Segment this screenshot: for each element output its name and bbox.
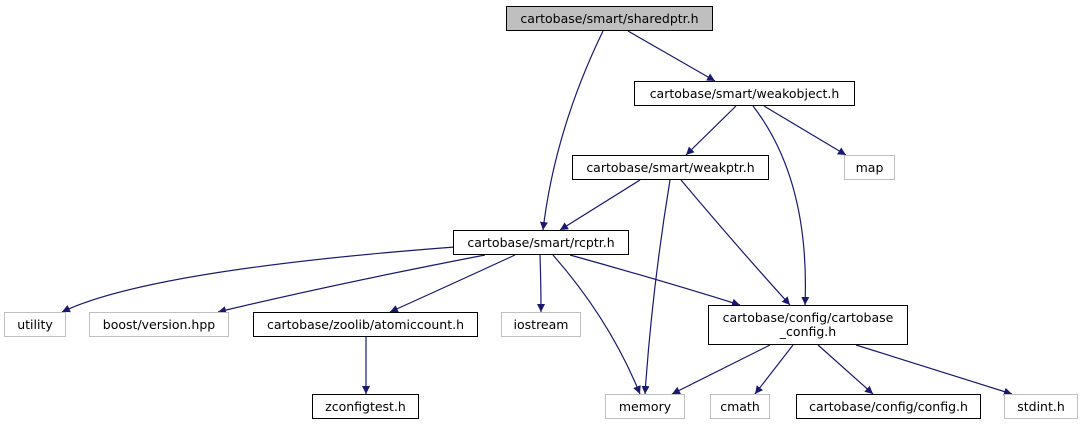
node-label: cmath: [720, 398, 760, 414]
edge-rcptr-to-cartobaseconfig: [569, 254, 741, 307]
edge-sharedptr-to-rcptr: [539, 30, 604, 231]
node-label: cartobase/zoolib/atomiccount.h: [266, 316, 465, 332]
node-label: boost/version.hpp: [102, 316, 216, 332]
edge-cartobaseconfig-to-memory: [671, 344, 771, 395]
node-label: cartobase/smart/weakobject.h: [649, 85, 840, 101]
node-label: zconfigtest.h: [325, 398, 406, 414]
edge-weakptr-to-memory: [641, 179, 671, 395]
node-atomiccount[interactable]: cartobase/zoolib/atomiccount.h: [253, 312, 478, 337]
node-label: cartobase/config/config.h: [809, 398, 968, 414]
edge-weakptr-to-rcptr: [559, 179, 641, 231]
node-label: cartobase/smart/weakptr.h: [586, 159, 755, 175]
node-cartobaseconfig[interactable]: cartobase/config/cartobase _config.h: [708, 305, 908, 345]
edge-rcptr-to-iostream: [536, 254, 545, 313]
edge-weakobject-to-map: [763, 105, 847, 156]
node-memory: memory: [605, 394, 685, 419]
node-label: utility: [17, 316, 53, 332]
edge-sharedptr-to-weakobject: [627, 30, 716, 82]
node-stdint: stdint.h: [1004, 394, 1078, 419]
node-weakobject[interactable]: cartobase/smart/weakobject.h: [634, 81, 855, 106]
node-map: map: [844, 155, 895, 180]
node-label: stdint.h: [1017, 398, 1065, 414]
edge-cartobaseconfig-to-config: [817, 344, 874, 395]
node-label: map: [855, 159, 884, 175]
node-label: iostream: [513, 316, 569, 332]
node-label: cartobase/config/cartobase _config.h: [722, 310, 894, 339]
node-config[interactable]: cartobase/config/config.h: [796, 394, 981, 419]
node-boostversion: boost/version.hpp: [89, 312, 229, 337]
node-sharedptr[interactable]: cartobase/smart/sharedptr.h: [506, 6, 713, 31]
node-label: cartobase/smart/rcptr.h: [467, 234, 615, 250]
node-zconfigtest[interactable]: zconfigtest.h: [312, 394, 419, 419]
edge-weakobject-to-weakptr: [685, 105, 737, 156]
edge-rcptr-to-memory: [552, 254, 641, 395]
edge-cartobaseconfig-to-cmath: [754, 344, 794, 395]
node-cmath: cmath: [710, 394, 770, 419]
edge-rcptr-to-boostversion: [217, 254, 486, 315]
node-label: memory: [618, 398, 672, 414]
node-utility: utility: [4, 312, 66, 337]
node-iostream: iostream: [501, 312, 581, 337]
edge-rcptr-to-atomiccount: [389, 254, 516, 313]
node-label: cartobase/smart/sharedptr.h: [520, 10, 699, 26]
edge-weakptr-to-cartobaseconfig: [680, 179, 791, 306]
edge-rcptr-to-utility: [61, 246, 456, 313]
node-rcptr[interactable]: cartobase/smart/rcptr.h: [453, 230, 629, 255]
node-weakptr[interactable]: cartobase/smart/weakptr.h: [572, 155, 769, 180]
edge-weakobject-to-cartobaseconfig: [752, 105, 810, 306]
edge-cartobaseconfig-to-stdint: [855, 344, 1013, 396]
